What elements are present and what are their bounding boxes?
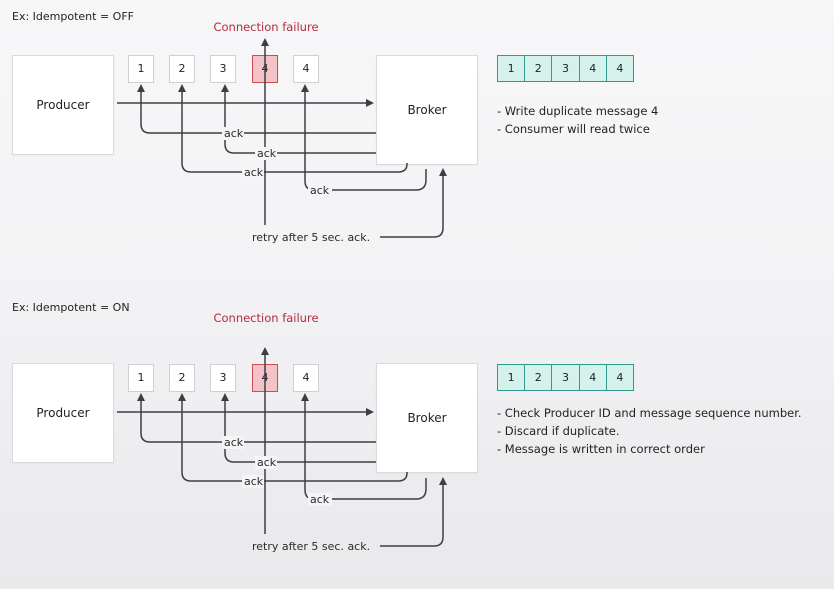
note-item: - Message is written in correct order <box>497 442 705 456</box>
message-box-2: 2 <box>169 55 195 83</box>
send-arrowhead <box>366 408 374 416</box>
producer-label: Producer <box>36 406 90 420</box>
broker-label: Broker <box>407 411 447 425</box>
connection-failure-label: Connection failure <box>213 311 319 325</box>
message-box-1: 1 <box>128 55 154 83</box>
broker-box: Broker <box>376 55 478 165</box>
diagram-title: Ex: Idempotent = OFF <box>12 10 134 23</box>
ack-line-1 <box>140 90 376 134</box>
queue-cell: 3 <box>551 365 578 390</box>
queue-cell: 1 <box>507 371 515 384</box>
message-box-retry: 4 <box>293 55 319 83</box>
note-item: - Discard if duplicate. <box>497 424 620 438</box>
notes-list: - Check Producer ID and message sequence… <box>497 404 802 458</box>
diagram-idempotent-on: Ex: Idempotent = ON Connection failure P… <box>0 291 834 566</box>
queue-cell: 4 <box>605 365 633 390</box>
note-item: - Consumer will read twice <box>497 122 650 136</box>
ack-line-2 <box>224 399 376 463</box>
queue-cell: 4 <box>605 56 633 81</box>
send-arrowhead <box>366 99 374 107</box>
retry-line <box>380 483 444 547</box>
producer-box: Producer <box>12 363 114 463</box>
connection-failure-label: Connection failure <box>213 20 319 34</box>
queue-cell: 3 <box>551 56 578 81</box>
ack-line-1 <box>140 399 376 443</box>
broker-box: Broker <box>376 363 478 473</box>
retry-label: retry after 5 sec. ack. <box>252 540 370 553</box>
message-box-1: 1 <box>128 364 154 392</box>
retry-line <box>380 174 444 238</box>
failure-arrowhead <box>261 38 269 46</box>
producer-box: Producer <box>12 55 114 155</box>
failure-arrowhead <box>261 347 269 355</box>
ack-label-3: ack <box>244 475 264 488</box>
note-item: - Check Producer ID and message sequence… <box>497 406 802 420</box>
queue-cell: 1 <box>507 62 515 75</box>
ack-label-1: ack <box>224 127 244 140</box>
ack-label-2: ack <box>257 147 277 160</box>
ack-label-4: ack <box>310 184 330 197</box>
ack-label-4: ack <box>310 493 330 506</box>
broker-log-queue: 1 2 3 4 4 <box>497 55 634 82</box>
ack-label-3: ack <box>244 166 264 179</box>
message-box-retry: 4 <box>293 364 319 392</box>
retry-label: retry after 5 sec. ack. <box>252 231 370 244</box>
queue-cell: 2 <box>524 365 551 390</box>
queue-cell: 2 <box>524 56 551 81</box>
message-box-3: 3 <box>210 55 236 83</box>
ack-line-3 <box>181 399 408 482</box>
ack-label-1: ack <box>224 436 244 449</box>
diagram-title: Ex: Idempotent = ON <box>12 301 130 314</box>
ack-line-4 <box>304 399 427 500</box>
message-box-3: 3 <box>210 364 236 392</box>
ack-line-4 <box>304 90 427 191</box>
ack-label-2: ack <box>257 456 277 469</box>
broker-log-queue: 1 2 3 4 4 <box>497 364 634 391</box>
flow-arrows: ack ack ack ack retry after 5 sec. ack. <box>117 347 447 553</box>
note-item: - Write duplicate message 4 <box>497 104 659 118</box>
flow-arrows: ack ack ack ack retry after 5 sec. ack. <box>117 38 447 244</box>
diagram-idempotent-off: Ex: Idempotent = OFF Connection failure … <box>0 0 834 275</box>
notes-list: - Write duplicate message 4 - Consumer w… <box>497 102 658 138</box>
ack-line-2 <box>224 90 376 154</box>
queue-cell: 4 <box>578 365 606 390</box>
queue-cell: 4 <box>578 56 606 81</box>
ack-line-3 <box>181 90 408 173</box>
producer-label: Producer <box>36 98 90 112</box>
broker-label: Broker <box>407 103 447 117</box>
message-box-2: 2 <box>169 364 195 392</box>
